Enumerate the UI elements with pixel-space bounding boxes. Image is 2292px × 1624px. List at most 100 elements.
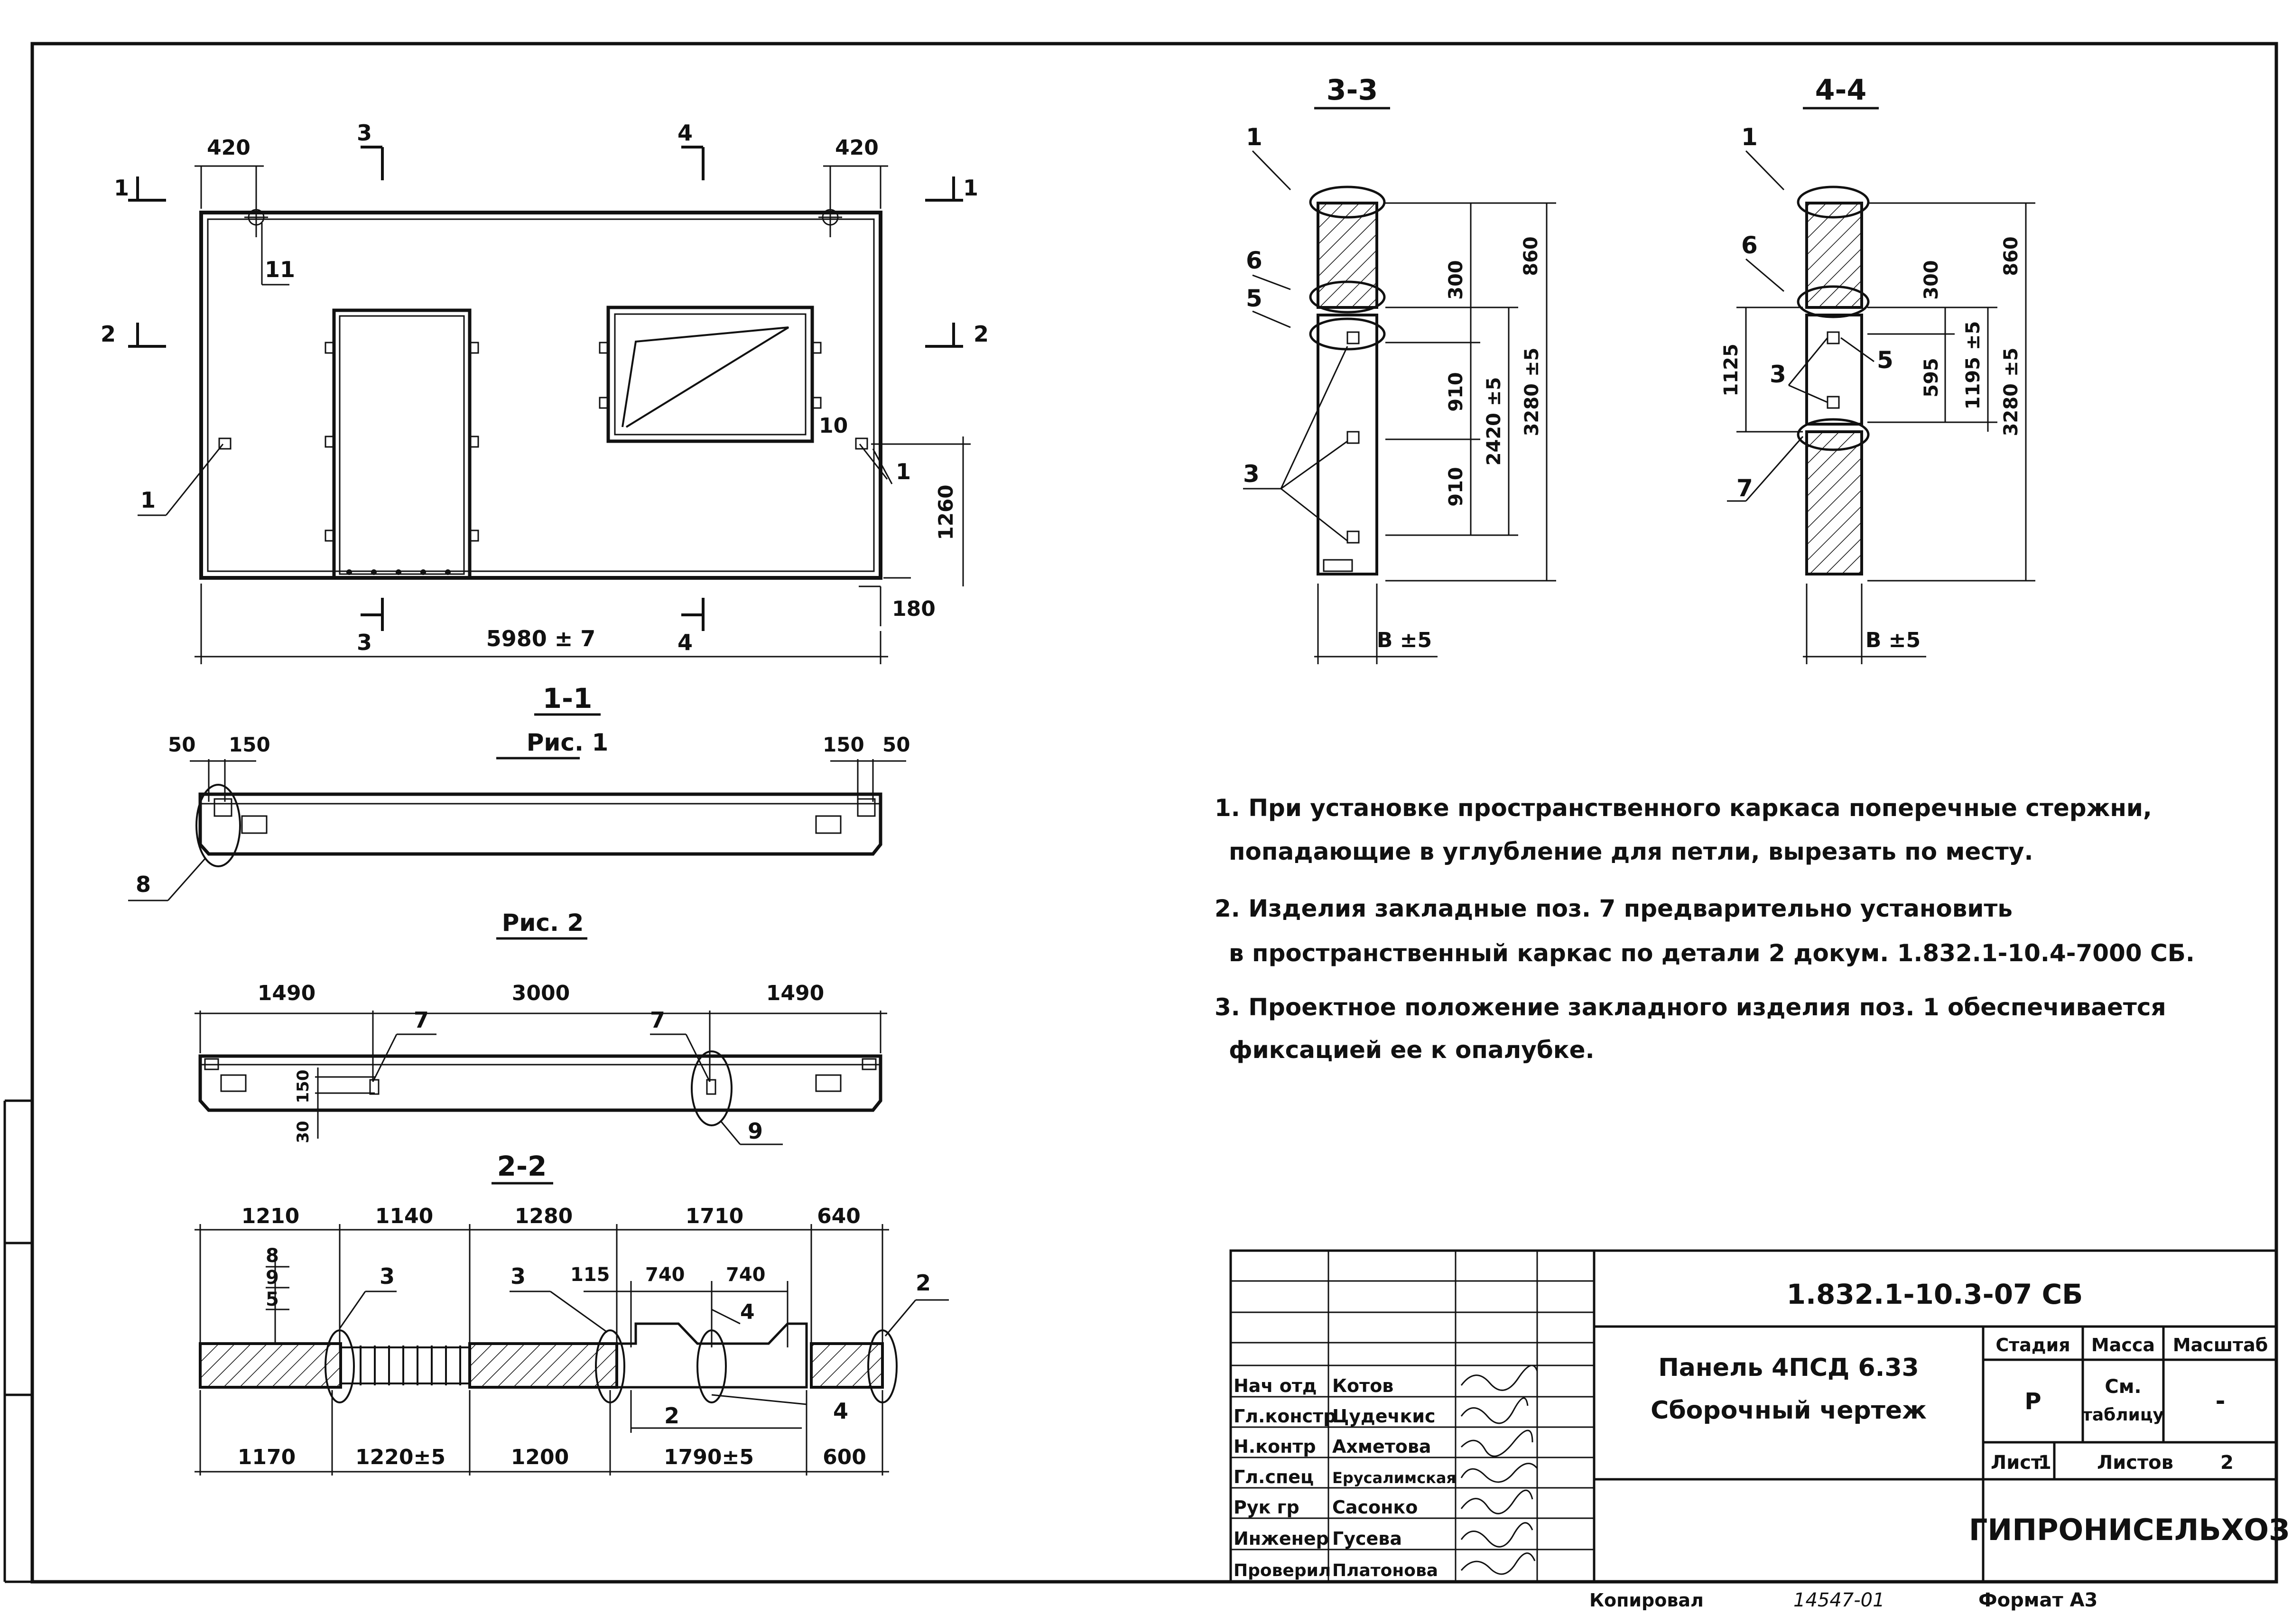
dim-2-2-top-2: 1140: [375, 1204, 433, 1228]
section-2-2-window-sill: [615, 1322, 808, 1389]
section-3-3-title: 3-3: [1327, 74, 1378, 107]
drawing-title-line-2: Сборочный чертеж: [1651, 1396, 1927, 1425]
dim-4-4-595: 595: [1921, 358, 1942, 398]
dim-2-2-bot-5: 600: [823, 1445, 866, 1469]
dims-2-2-top: [195, 1224, 889, 1352]
dim-lines-right: [859, 436, 971, 626]
sheets-value: 2: [2220, 1452, 2234, 1474]
dim-5980: 5980 ± 7: [486, 626, 596, 651]
dim-4-4-1125: 1125: [1720, 343, 1742, 396]
col-mass: Масса: [2091, 1335, 2155, 1355]
embedded-items: [218, 342, 868, 542]
loop-3-3-low: [1309, 317, 1386, 351]
dim-420-right: 420: [835, 136, 879, 160]
left-margin-strip: [3, 1099, 32, 1583]
callout-2-inner: 2: [664, 1403, 679, 1429]
dim-fig2-1490-left: 1490: [258, 981, 315, 1005]
col-scale: Масштаб: [2173, 1335, 2268, 1355]
cut-2-left: 2: [101, 321, 116, 347]
dim-fig2-1490-right: 1490: [766, 981, 824, 1005]
section-1-1-body: [198, 792, 882, 856]
section-2-2-mid-slab: [468, 1342, 618, 1389]
note-3-line-2: фиксацией ее к опалубке.: [1229, 1036, 1595, 1064]
mass-value-1: См.: [2105, 1376, 2141, 1398]
sheet-label: Лист: [1991, 1452, 2042, 1474]
dim-2-2-740-right: 740: [726, 1264, 766, 1286]
layer-8: 8: [266, 1245, 279, 1267]
dim-2-2-top-4: 1710: [686, 1204, 743, 1228]
dim-lines-top: [195, 165, 888, 209]
mass-value-2: таблицу: [2082, 1405, 2164, 1425]
section-2-2-left-slab: [199, 1342, 342, 1389]
section-2-2-title: 2-2: [497, 1150, 547, 1182]
dim-2-2-740-left: 740: [645, 1264, 685, 1286]
section-4-4-mid: [1805, 314, 1863, 426]
lifting-loop-right: [818, 199, 842, 237]
fig-2-label: Рис. 2: [502, 909, 584, 937]
note-1-line-1: 1. При установке пространственного карка…: [1215, 794, 2152, 822]
cut-4-top: 4: [677, 120, 693, 146]
dim-1-1-150-right: 150: [823, 733, 864, 756]
section-4-4-title: 4-4: [1815, 74, 1866, 107]
dim-fig2-150: 150: [294, 1070, 313, 1104]
figure-2: Рис. 2 1490 3000 1490 7 7 9 150 30: [195, 909, 887, 1145]
callout-10: 10: [819, 414, 848, 438]
dim-3-3-910-a: 910: [1445, 372, 1467, 412]
loop-4-4-top: [1797, 186, 1870, 219]
sig-role-0: Нач отд: [1234, 1375, 1317, 1396]
dims-2-2-inner: [266, 1253, 949, 1433]
callout-9: 9: [748, 1118, 763, 1144]
dim-2-2-top-5: 640: [817, 1204, 861, 1228]
section-2-2-rebar-gap: [341, 1346, 470, 1385]
note-2-line-2: в пространственный каркас по детали 2 до…: [1229, 939, 2195, 967]
callout-4-4-3: 3: [1770, 361, 1786, 388]
organization: ГИПРОНИСЕЛЬХОЗ: [1969, 1513, 2290, 1547]
callout-3-3-6: 6: [1246, 247, 1262, 274]
cut-2-right: 2: [974, 321, 989, 347]
callout-3-3-3: 3: [1243, 460, 1260, 488]
sig-role-3: Гл.спец: [1234, 1466, 1314, 1487]
loop-3-3-top: [1309, 186, 1386, 219]
fig-1-label: Рис. 1: [527, 729, 609, 756]
col-stage: Стадия: [1995, 1335, 2070, 1355]
callout-11: 11: [265, 257, 295, 282]
callout-leaders-main: [138, 223, 893, 516]
callout-1-right: 1: [896, 459, 911, 484]
dims-2-2-bottom-ticks: [199, 1390, 883, 1476]
dim-1260: 1260: [934, 485, 957, 540]
dim-2-2-top-3: 1280: [515, 1204, 573, 1228]
sheet-value: 1: [2038, 1452, 2051, 1474]
cut-1-left: 1: [114, 175, 129, 201]
dim-1-1-50-right: 50: [882, 733, 910, 756]
cut-3-bottom: 3: [357, 630, 372, 655]
note-1-line-2: попадающие в углубление для петли, вырез…: [1229, 838, 2033, 865]
dim-3-3-860: 860: [1520, 236, 1542, 276]
dim-fig2-3000: 3000: [512, 981, 570, 1005]
sig-name-1: Цудечкис: [1332, 1406, 1436, 1427]
embedded-detail-9: [691, 1050, 733, 1126]
footer-number: 14547-01: [1793, 1589, 1885, 1611]
dim-1-1-50-left: 50: [168, 733, 195, 756]
leaders-4-4: [1727, 150, 1874, 502]
section-1-1-title: 1-1: [543, 682, 593, 715]
door-opening-inner: [339, 315, 465, 575]
stage-value: Р: [2024, 1388, 2041, 1415]
dims-3-3: [1314, 202, 1556, 664]
sig-name-4: Сасонко: [1332, 1497, 1418, 1518]
leaders-3-3: [1243, 150, 1348, 542]
callout-3-3-5: 5: [1246, 285, 1262, 312]
section-4-4-upper: [1805, 202, 1863, 309]
scale-value: -: [2216, 1387, 2226, 1415]
dim-fig2-30: 30: [294, 1121, 313, 1143]
callout-1-left: 1: [140, 487, 156, 513]
loop-4-4-low: [1797, 418, 1870, 451]
dim-3-3-2420: 2420 ±5: [1483, 377, 1505, 466]
dim-2-2-bot-4: 1790±5: [664, 1445, 754, 1469]
dim-180: 180: [892, 597, 936, 621]
sheets-label: Листов: [2097, 1452, 2173, 1474]
dim-420-left: 420: [207, 136, 251, 160]
sig-name-6: Платонова: [1332, 1561, 1438, 1580]
window-opening-inner: [614, 313, 807, 436]
sig-role-5: Инженер: [1234, 1528, 1329, 1549]
